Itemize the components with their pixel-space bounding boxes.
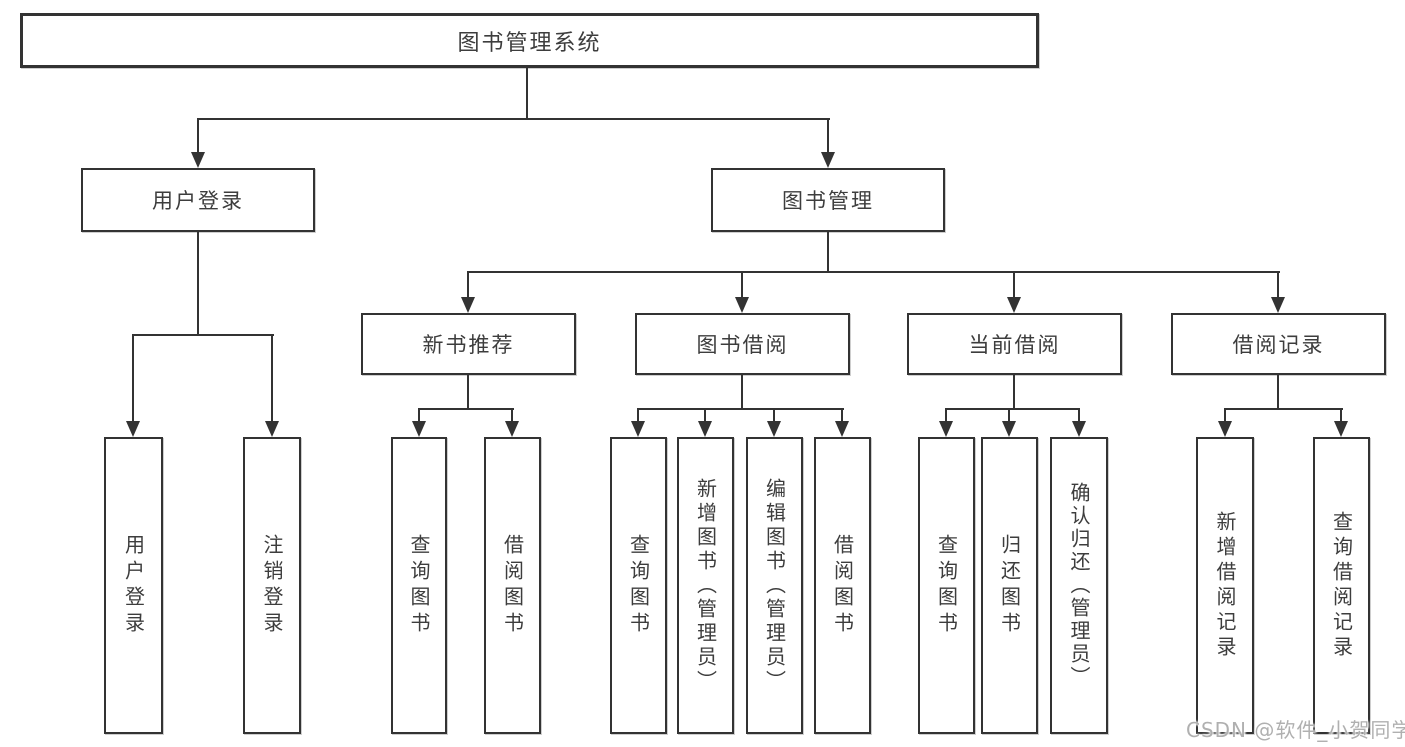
connector-book-management-drop [827,232,829,273]
node-ul-user-login-label: 用户登录 [121,533,146,638]
node-bb-query-book: 查询图书 [610,437,667,734]
arrow-to-bb-borrow-book [835,408,849,437]
node-current-borrow-label: 当前借阅 [968,333,1061,357]
node-br-query-record-label: 查询借阅记录 [1329,510,1354,661]
node-borrow-records-label: 借阅记录 [1232,333,1325,357]
connector-user-login-drop [197,232,199,336]
arrow-to-borrow-records [1271,271,1285,313]
node-cb-query-book-label: 查询图书 [934,533,959,638]
node-nb-query-book-label: 查询图书 [407,533,431,638]
arrow-to-ul-logout [265,334,279,437]
arrow-to-bb-query-book [631,408,645,437]
connector-rail-borrow-records [1224,408,1343,410]
node-book-borrow-label: 图书借阅 [696,333,789,357]
node-bb-borrow-book: 借阅图书 [814,437,871,734]
node-cb-confirm-return-admin-label: 确认归还（管理员） [1067,482,1091,689]
node-bb-add-book-admin: 新增图书（管理员） [677,437,734,734]
node-nb-query-book: 查询图书 [391,437,447,734]
node-bb-edit-book-admin-label: 编辑图书（管理员） [762,477,787,694]
arrow-to-br-query-record [1334,408,1348,437]
arrow-to-bb-add-book [698,408,712,437]
node-ul-logout-label: 注销登录 [260,533,284,638]
connector-rail-current-borrow [945,408,1080,410]
node-br-add-record: 新增借阅记录 [1196,437,1254,734]
connector-rail-level2 [197,118,830,120]
node-cb-return-book-label: 归还图书 [997,533,1022,638]
connector-root-drop [526,67,528,120]
node-bb-query-book-label: 查询图书 [626,533,651,638]
csdn-watermark: CSDN @软件_小贺同学 [1186,718,1405,742]
arrow-to-current-borrow [1007,271,1021,313]
node-nb-borrow-book-label: 借阅图书 [500,533,525,638]
connector-rail-new-book-recommend [418,408,514,410]
node-current-borrow: 当前借阅 [907,313,1122,375]
node-new-book-recommend-label: 新书推荐 [422,333,515,357]
connector-rail-book-borrow [637,408,844,410]
arrow-to-book-borrow [735,271,749,313]
arrow-to-br-add-record [1218,408,1232,437]
connector-book-borrow-drop [741,375,743,409]
arrow-to-ul-user-login [126,334,140,437]
arrow-to-nb-borrow-book [505,408,519,437]
connector-new-book-recommend-drop [467,375,469,409]
node-book-borrow: 图书借阅 [635,313,850,375]
connector-rail-user-login [132,334,274,336]
node-br-query-record: 查询借阅记录 [1313,437,1370,734]
node-nb-borrow-book: 借阅图书 [484,437,541,734]
node-cb-confirm-return-admin: 确认归还（管理员） [1050,437,1108,734]
arrow-to-book-management [821,118,835,168]
node-ul-user-login: 用户登录 [104,437,163,734]
node-user-login: 用户登录 [81,168,315,232]
arrow-to-cb-confirm-return [1072,408,1086,437]
node-bb-borrow-book-label: 借阅图书 [830,533,855,638]
node-book-management-label: 图书管理 [782,189,874,213]
node-root-label: 图书管理系统 [457,30,602,56]
node-br-add-record-label: 新增借阅记录 [1213,510,1237,661]
node-borrow-records: 借阅记录 [1171,313,1386,375]
arrow-to-bb-edit-book [767,408,781,437]
arrow-to-nb-query-book [412,408,426,437]
connector-rail-level3 [467,271,1280,273]
node-new-book-recommend: 新书推荐 [361,313,576,375]
node-root: 图书管理系统 [20,13,1039,68]
connector-borrow-records-drop [1277,375,1279,409]
node-bb-edit-book-admin: 编辑图书（管理员） [746,437,803,734]
arrow-to-cb-return-book [1002,408,1016,437]
node-cb-return-book: 归还图书 [981,437,1038,734]
connector-current-borrow-drop [1013,375,1015,409]
arrow-to-cb-query-book [939,408,953,437]
node-book-management: 图书管理 [711,168,945,232]
node-cb-query-book: 查询图书 [918,437,975,734]
arrow-to-user-login [191,118,205,168]
node-bb-add-book-admin-label: 新增图书（管理员） [693,477,718,694]
node-user-login-label: 用户登录 [152,189,244,213]
arrow-to-new-book-recommend [461,271,475,313]
node-ul-logout: 注销登录 [243,437,301,734]
